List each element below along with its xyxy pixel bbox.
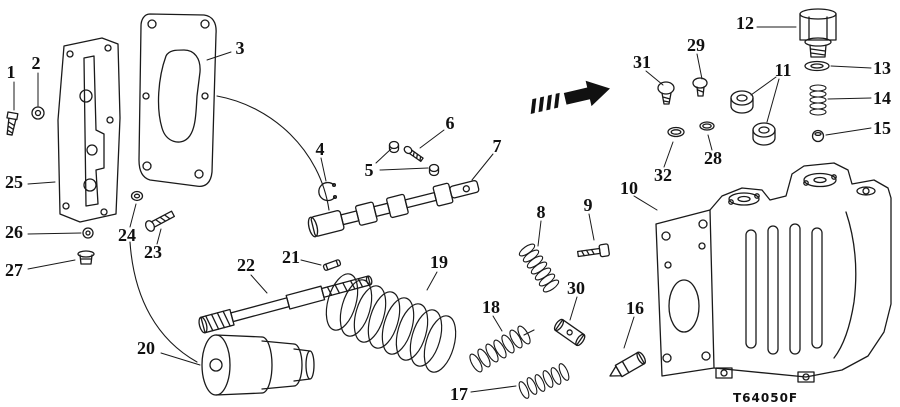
part-hex-plug-12 xyxy=(799,8,837,58)
part-nuts-5 xyxy=(388,140,440,177)
callout-14: 14 xyxy=(873,88,891,108)
part-bushings-11 xyxy=(730,90,776,146)
callout-1: 1 xyxy=(6,62,16,82)
callout-29: 29 xyxy=(687,35,705,55)
callout-11: 11 xyxy=(774,60,792,80)
part-snap-ring-4 xyxy=(318,181,338,202)
callout-16: 16 xyxy=(626,298,644,318)
callout-2: 2 xyxy=(31,53,41,73)
part-oring-28 xyxy=(699,121,715,131)
part-cap-screw-1 xyxy=(6,111,19,136)
part-washer-13 xyxy=(804,60,830,72)
callout-19: 19 xyxy=(430,252,448,272)
part-cap-20 xyxy=(201,334,315,396)
callout-22: 22 xyxy=(237,255,255,275)
part-valve-housing-10 xyxy=(655,162,892,383)
part-screw-23 xyxy=(144,210,176,232)
part-spool-7 xyxy=(307,180,480,238)
part-shaft-22 xyxy=(198,275,373,334)
part-screw-6 xyxy=(403,145,424,163)
callout-32: 32 xyxy=(654,165,672,185)
part-fitting-30 xyxy=(553,318,586,347)
leader-lines xyxy=(13,26,872,393)
part-oring-32 xyxy=(667,126,685,138)
part-ball-15 xyxy=(811,129,825,143)
part-spring-18 xyxy=(469,325,535,373)
part-ring-24 xyxy=(130,190,144,202)
direction-arrow-icon xyxy=(530,80,611,114)
callout-27: 27 xyxy=(5,260,23,280)
callout-21: 21 xyxy=(282,247,300,267)
callout-5: 5 xyxy=(364,160,374,180)
callout-4: 4 xyxy=(315,139,325,159)
part-pin-21 xyxy=(322,259,342,271)
part-spring-14 xyxy=(809,84,827,116)
callout-13: 13 xyxy=(873,58,891,78)
callout-26: 26 xyxy=(5,222,23,242)
part-screw-9 xyxy=(577,243,610,258)
callout-15: 15 xyxy=(873,118,891,138)
callout-6: 6 xyxy=(445,113,455,133)
part-washer-26 xyxy=(82,227,94,239)
part-spring-8 xyxy=(518,243,560,293)
callout-24: 24 xyxy=(118,225,136,245)
callout-18: 18 xyxy=(482,297,500,317)
part-washer-2 xyxy=(31,106,45,120)
callout-9: 9 xyxy=(583,195,593,215)
callout-25: 25 xyxy=(5,172,23,192)
part-screw-29 xyxy=(692,77,708,97)
callout-10: 10 xyxy=(620,178,638,198)
part-plug-27 xyxy=(77,250,95,265)
callout-23: 23 xyxy=(144,242,162,262)
figure-code: T64050F xyxy=(733,391,799,405)
part-spring-17 xyxy=(518,363,570,399)
part-gasket-3 xyxy=(138,13,217,188)
callout-20: 20 xyxy=(137,338,155,358)
callout-12: 12 xyxy=(736,13,754,33)
callout-31: 31 xyxy=(633,52,651,72)
part-valve-16 xyxy=(609,351,646,378)
callout-3: 3 xyxy=(235,38,245,58)
callout-7: 7 xyxy=(492,136,502,156)
callout-30: 30 xyxy=(567,278,585,298)
part-cover-plate-25 xyxy=(57,37,121,223)
connector-curves xyxy=(129,95,330,363)
part-screw-31 xyxy=(657,81,675,105)
callout-17: 17 xyxy=(450,384,468,404)
callout-8: 8 xyxy=(536,202,546,222)
callout-28: 28 xyxy=(704,148,722,168)
part-spring-19 xyxy=(325,273,457,373)
